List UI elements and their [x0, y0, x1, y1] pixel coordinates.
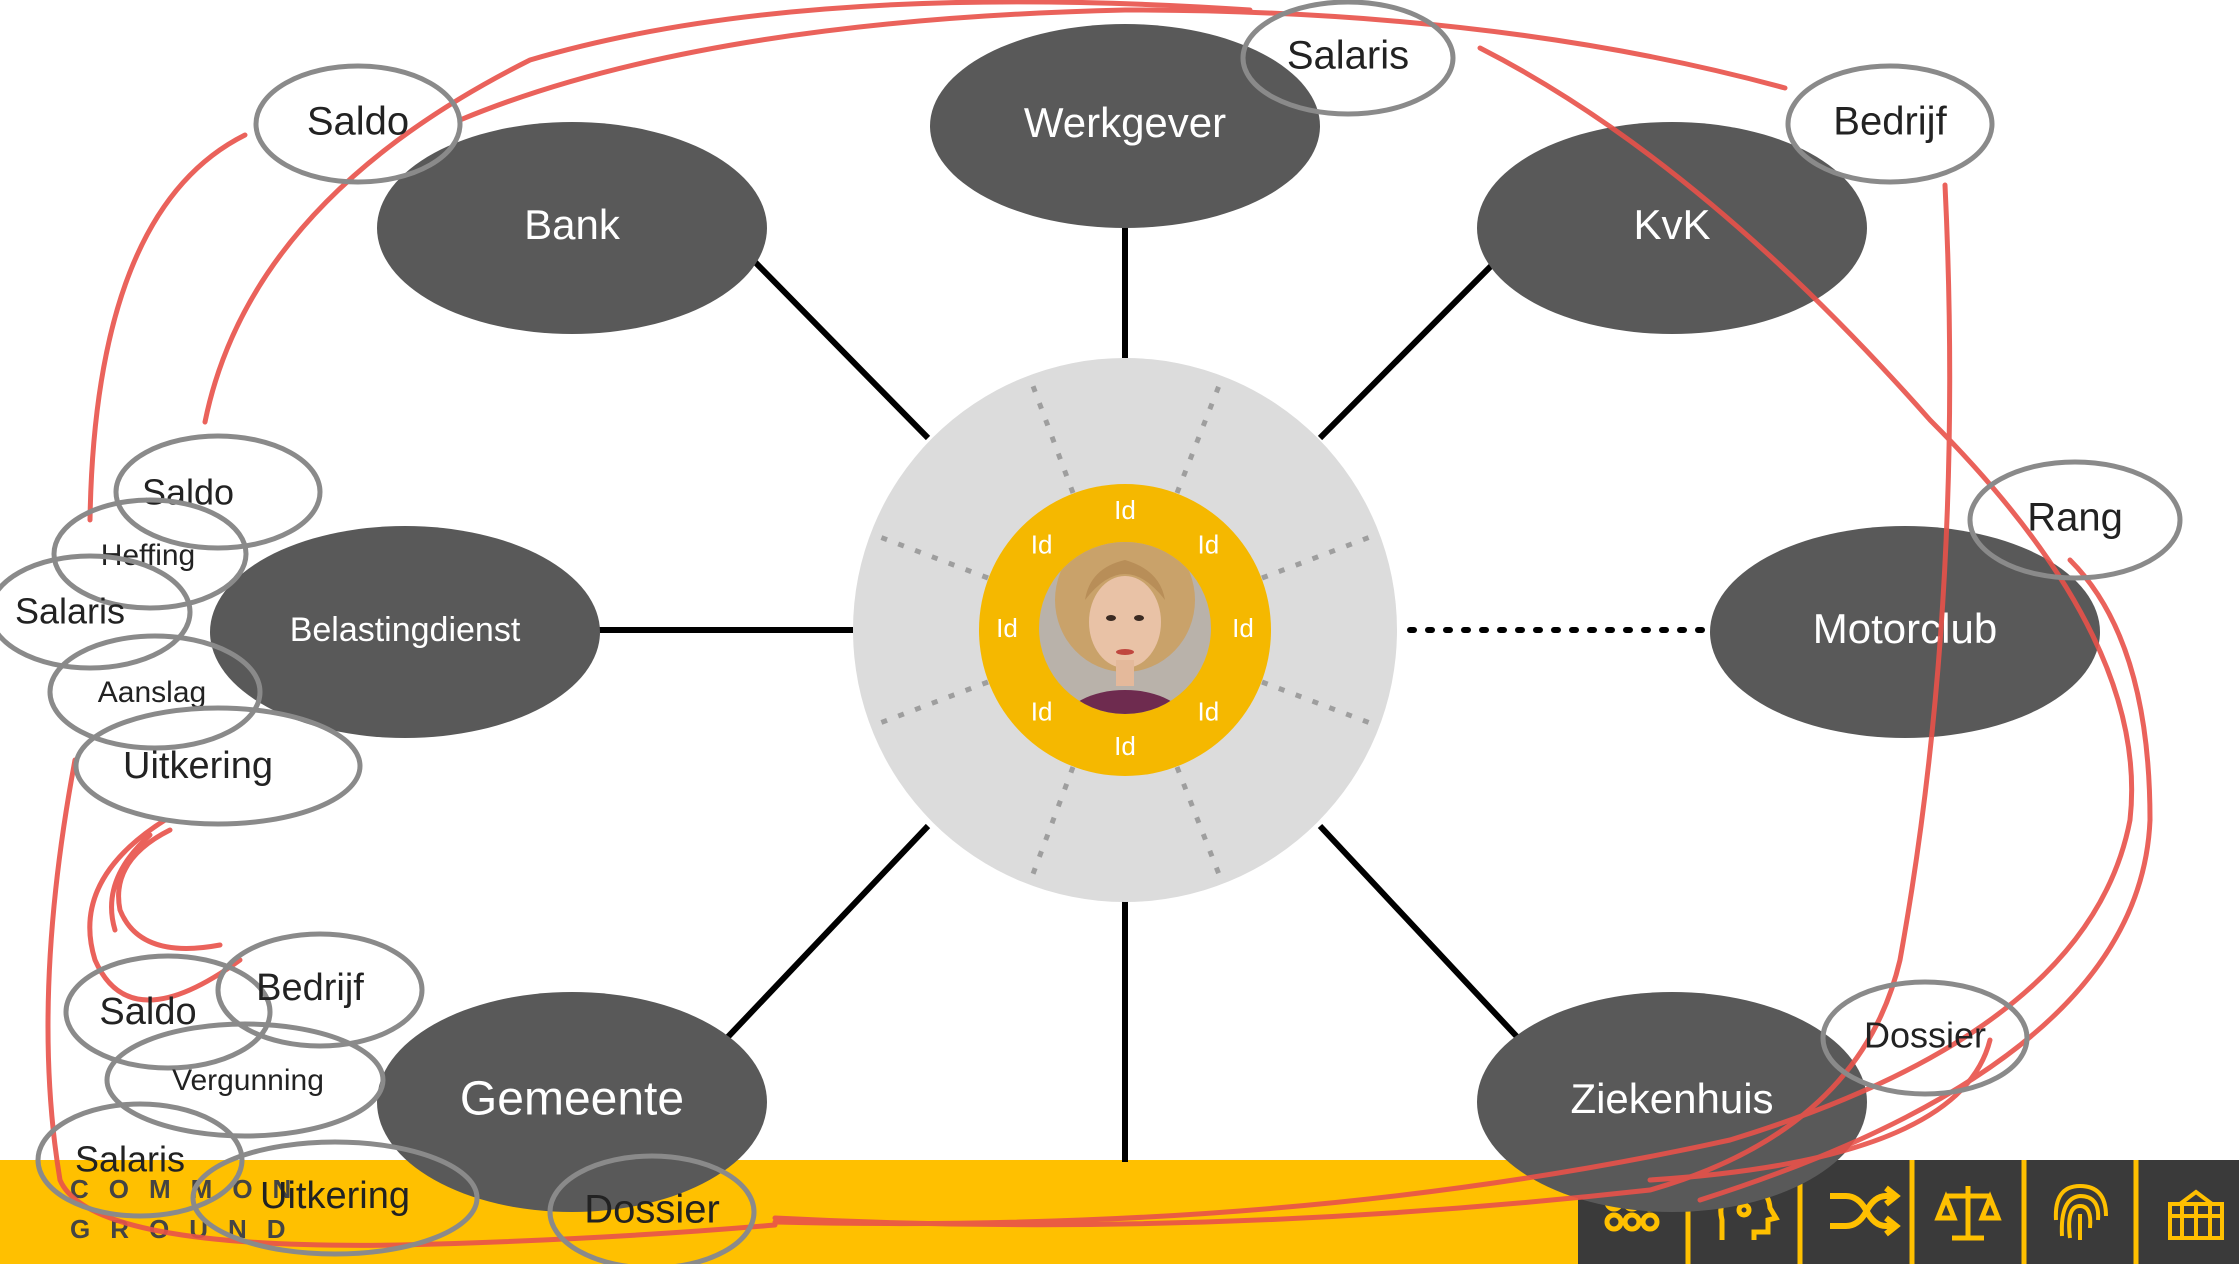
org-kvk: KvK — [1477, 122, 1867, 334]
svg-text:Aanslag: Aanslag — [98, 676, 206, 709]
tag-gemeente-bedrijf: Bedrijf — [215, 931, 425, 1049]
annotation-lines — [45, 0, 2153, 1248]
id-label: Id — [1114, 731, 1136, 761]
id-label: Id — [1198, 529, 1220, 559]
tag-werkgever-salaris: Salaris — [1240, 0, 1456, 117]
org-belastingdienst: Belastingdienst — [210, 526, 600, 738]
portrait-icon — [1055, 542, 1195, 714]
svg-text:Bedrijf: Bedrijf — [256, 967, 364, 1009]
building-icon[interactable] — [2168, 1189, 2224, 1240]
svg-text:Uitkering: Uitkering — [260, 1175, 410, 1217]
brand-line-1: COMMON — [70, 1174, 311, 1204]
tag-gemeente-uitkering: Uitkering — [190, 1139, 480, 1257]
svg-text:Bedrijf: Bedrijf — [1833, 100, 1947, 144]
tag-kvk-bedrijf: Bedrijf — [1785, 63, 1995, 185]
org-label: Ziekenhuis — [1570, 1075, 1773, 1122]
org-label: KvK — [1633, 201, 1710, 248]
id-label: Id — [1114, 495, 1136, 525]
svg-text:Dossier: Dossier — [1864, 1015, 1986, 1056]
tag-gemeente-saldo: Saldo — [63, 953, 273, 1071]
tag-gemeente-salaris: Salaris — [35, 1101, 245, 1219]
svg-text:Rang: Rang — [2027, 496, 2123, 540]
tag-bank-saldo: Saldo — [253, 63, 463, 185]
id-label: Id — [1031, 529, 1053, 559]
tag-ziekenhuis-dossier: Dossier — [1820, 979, 2030, 1097]
org-motorclub: Motorclub — [1710, 526, 2100, 738]
shuffle-icon[interactable] — [1830, 1185, 1901, 1237]
id-label: Id — [1031, 696, 1053, 726]
tag-belasting-saldo: Saldo — [113, 433, 323, 551]
org-label: Bank — [524, 201, 621, 248]
tag-gemeente-vergunning: Vergunning — [104, 1021, 386, 1139]
org-label: Motorclub — [1813, 605, 1997, 652]
svg-text:Dossier: Dossier — [584, 1188, 720, 1232]
id-label: Id — [996, 613, 1018, 643]
svg-text:Saldo: Saldo — [307, 100, 409, 144]
org-label: Gemeente — [460, 1073, 684, 1126]
spokes — [596, 218, 1523, 1162]
tag-gemeente-dossier: Dossier — [547, 1153, 757, 1264]
svg-text:Uitkering: Uitkering — [123, 745, 273, 787]
svg-text:Salaris: Salaris — [1287, 34, 1409, 78]
id-label: Id — [1232, 613, 1254, 643]
tag-belasting-aanslag: Aanslag — [47, 633, 263, 751]
tag-belasting-uitkering: Uitkering — [73, 705, 363, 827]
fingerprint-icon[interactable] — [2053, 1183, 2108, 1240]
tag-belasting-salaris: Salaris — [0, 553, 193, 671]
org-bank: Bank — [377, 122, 767, 334]
org-label: Werkgever — [1024, 99, 1226, 146]
svg-text:Salaris: Salaris — [15, 591, 125, 632]
org-label: Belastingdienst — [290, 611, 521, 649]
brand-line-2: GROUND — [70, 1214, 306, 1244]
org-werkgever: Werkgever — [930, 24, 1320, 228]
org-ziekenhuis: Ziekenhuis — [1477, 992, 1867, 1212]
tag-motorclub-rang: Rang — [1967, 459, 2183, 581]
id-label: Id — [1198, 696, 1220, 726]
svg-text:Vergunning: Vergunning — [172, 1064, 324, 1097]
svg-text:Saldo: Saldo — [99, 991, 196, 1033]
scales-icon[interactable] — [1934, 1186, 2002, 1241]
svg-text:Salaris: Salaris — [75, 1139, 185, 1180]
